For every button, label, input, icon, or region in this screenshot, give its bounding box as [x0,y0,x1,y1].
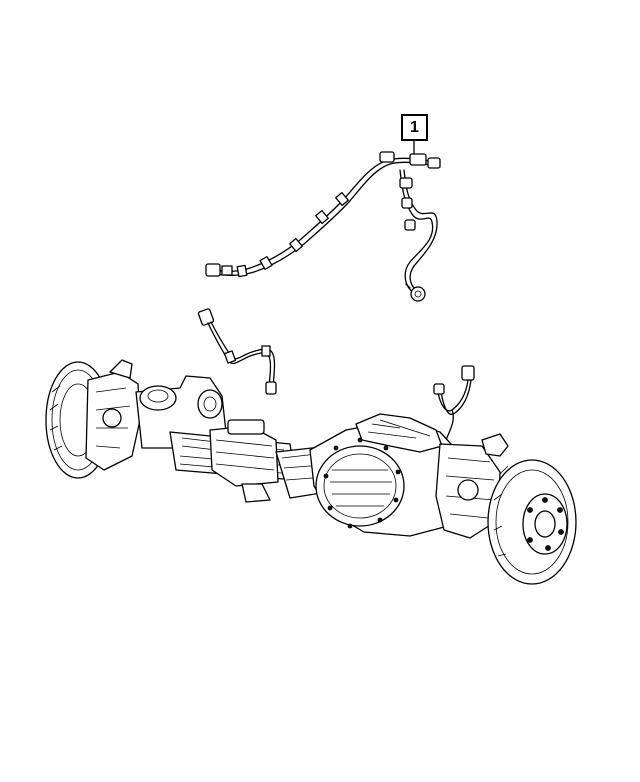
right-sensor-wire [433,365,475,441]
front-axle-assembly [45,359,577,585]
wiring-harness [205,151,441,302]
callout-label: 1 [410,118,419,136]
callout-box-1[interactable]: 1 [401,114,428,141]
left-sensor-wire [197,308,277,395]
